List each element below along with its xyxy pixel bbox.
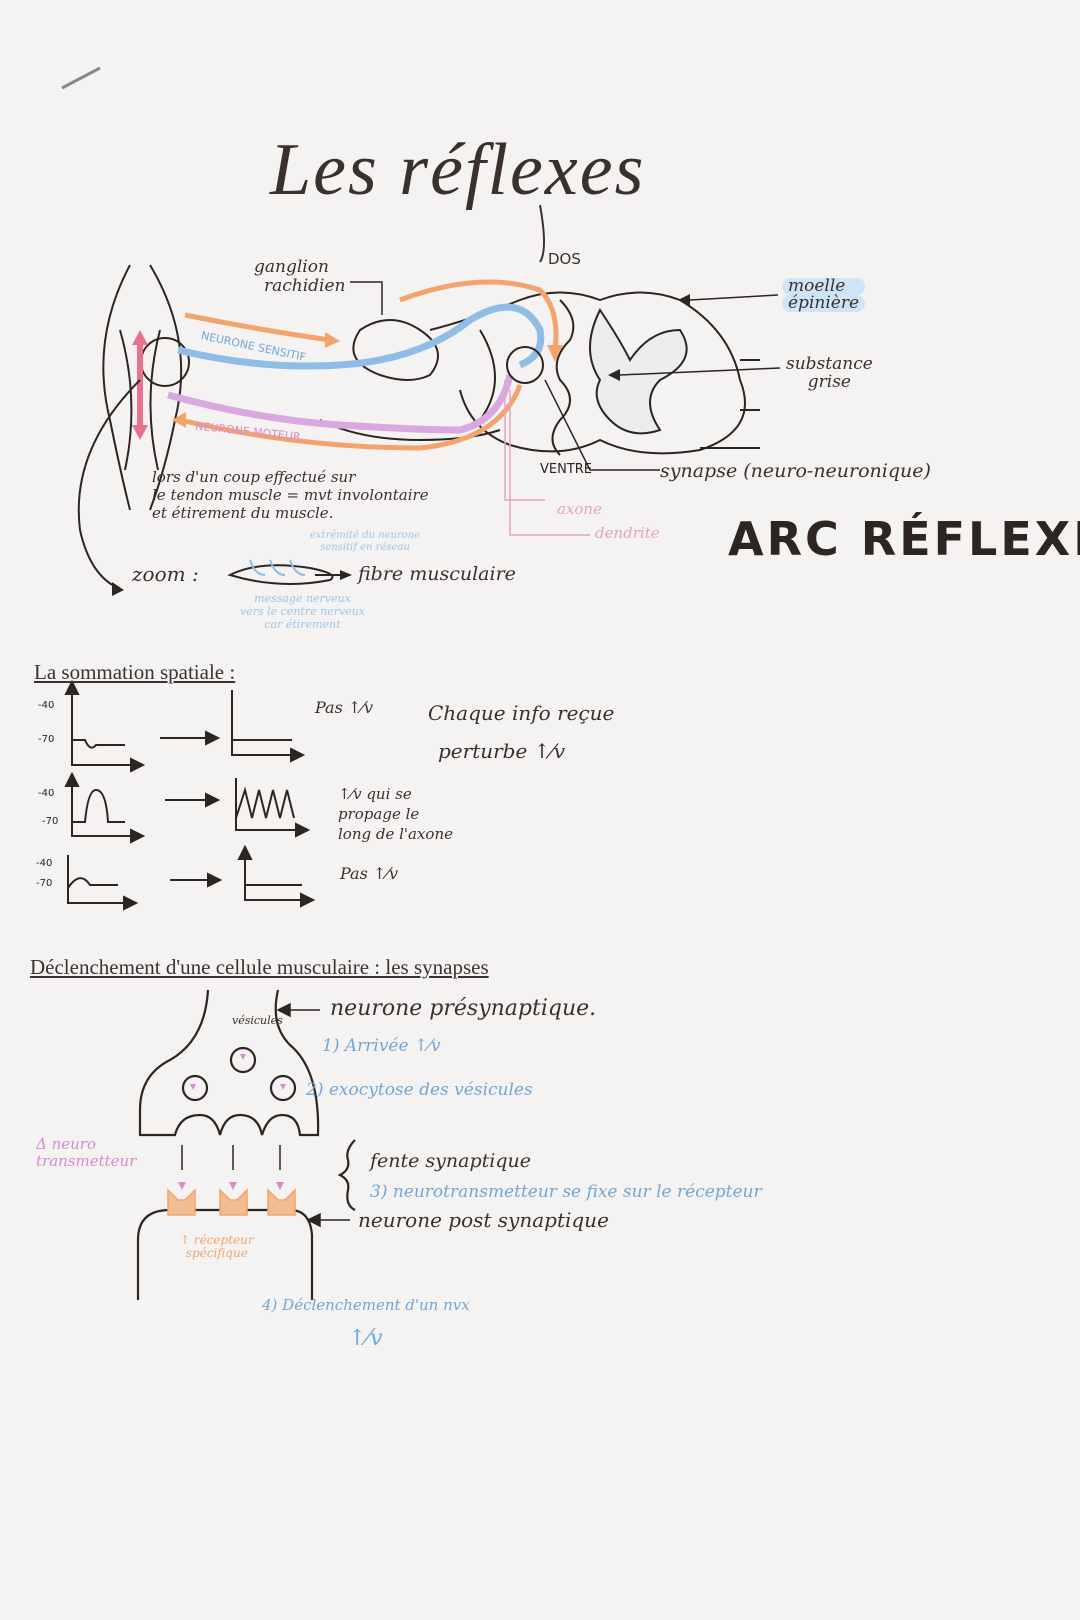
ganglion-label: ganglion rachidien: [254, 258, 346, 296]
step1-label: 1) Arrivée ↑⁄v: [322, 1036, 441, 1056]
dos-label: DOS: [548, 250, 581, 268]
post-label: neurone post synaptique: [358, 1208, 609, 1232]
step4b-label: ↑⁄v: [348, 1326, 383, 1351]
tick-70-row1: -70: [38, 734, 55, 745]
tick-70-row2: -70: [42, 816, 59, 827]
row2-line-3: long de l'axone: [338, 825, 453, 843]
tick-70-row3: -70: [36, 878, 53, 889]
nt-line-2: transmetteur: [36, 1152, 137, 1170]
step3-label: 3) neurotransmetteur se fixe sur le réce…: [370, 1182, 762, 1202]
motor-neuron: [167, 374, 514, 434]
fente-label: fente synaptique: [370, 1150, 531, 1172]
message-line-2: vers le centre nerveux: [240, 605, 365, 618]
dendrite-label: dendrite: [595, 524, 660, 542]
row3-label: Pas ↑⁄v: [340, 864, 398, 883]
pre-label: neurone présynaptique.: [330, 996, 597, 1021]
muscle-fibre-drawing: [227, 564, 340, 585]
moelle-line-2: épinière: [782, 295, 866, 312]
step2-label: 2) exocytose des vésicules: [306, 1080, 533, 1100]
receptors: [167, 1188, 296, 1216]
reflex-note: lors d'un coup effectué sur le tendon mu…: [152, 468, 429, 522]
extremite-line-1: extrémité du neurone: [310, 530, 421, 541]
row1-label: Pas ↑⁄v: [315, 698, 373, 717]
synapses-heading: Déclenchement d'une cellule musculaire :…: [30, 955, 489, 979]
recepteur-line-2: spécifique: [185, 1246, 248, 1260]
note-line-2: le tendon muscle = mvt involontaire: [152, 486, 429, 504]
page-title: Les réflexes: [270, 129, 646, 211]
synapse-circle: [506, 346, 544, 384]
message-line-1: message nerveux: [254, 592, 351, 605]
ganglion-line-2: rachidien: [264, 276, 346, 296]
recepteur-line-1: ↑ récepteur: [180, 1233, 254, 1247]
arc-reflexe-heading: ARC RÉFLEXE: [728, 512, 1080, 566]
pencil-mark: [61, 66, 101, 90]
row2-line-1: ↑⁄v qui se: [338, 785, 412, 803]
neurotransmetteur-label: Δ neuro transmetteur: [36, 1136, 136, 1170]
row2-line-2: propage le: [338, 805, 420, 823]
vesicules-label: vésicules: [232, 1014, 283, 1027]
synapse-label: synapse (neuro-neuronique): [660, 460, 931, 482]
message-label: message nerveux vers le centre nerveux c…: [240, 592, 365, 631]
moelle-label: moelle épinière: [782, 278, 866, 312]
axone-label: axone: [557, 500, 602, 518]
substance-line-1: substance: [786, 354, 873, 374]
row1-note-line-2: perturbe ↑⁄v: [438, 739, 566, 763]
note-line-3: et étirement du muscle.: [152, 504, 334, 522]
moelle-line-1: moelle: [782, 278, 866, 295]
zoom-label: zoom :: [132, 562, 199, 586]
extremite-label: extrémité du neurone sensitif en réseau: [310, 530, 420, 554]
tick-40-row1: -40: [38, 700, 55, 711]
muscle-drawing: [102, 264, 190, 511]
nt-line-1: Δ neuro: [36, 1135, 96, 1153]
row2-label: ↑⁄v qui se propage le long de l'axone: [338, 784, 453, 844]
fibre-label: fibre musculaire: [358, 563, 516, 585]
ventre-label: VENTRE: [540, 462, 593, 477]
tick-40-row3: -40: [36, 858, 53, 869]
tick-40-row2: -40: [38, 788, 55, 799]
row1-note-line-1: Chaque info reçue: [428, 701, 615, 725]
sommation-heading: La sommation spatiale :: [34, 660, 236, 684]
ganglion-line-1: ganglion: [254, 257, 329, 277]
row1-note: Chaque info reçue perturbe ↑⁄v: [428, 694, 614, 770]
note-line-1: lors d'un coup effectué sur: [152, 468, 356, 486]
neurotransmitters: [178, 1054, 286, 1190]
step4-label: 4) Déclenchement d'un nvx: [262, 1296, 470, 1314]
sommation-graphs: [64, 679, 316, 911]
message-line-3: car étirement: [264, 618, 341, 631]
substance-label: substance grise: [786, 355, 873, 391]
substance-line-2: grise: [807, 372, 851, 392]
sensory-neuron: [177, 303, 545, 370]
recepteur-label: ↑ récepteur spécifique: [180, 1234, 254, 1260]
extremite-line-2: sensitif en réseau: [320, 542, 410, 553]
